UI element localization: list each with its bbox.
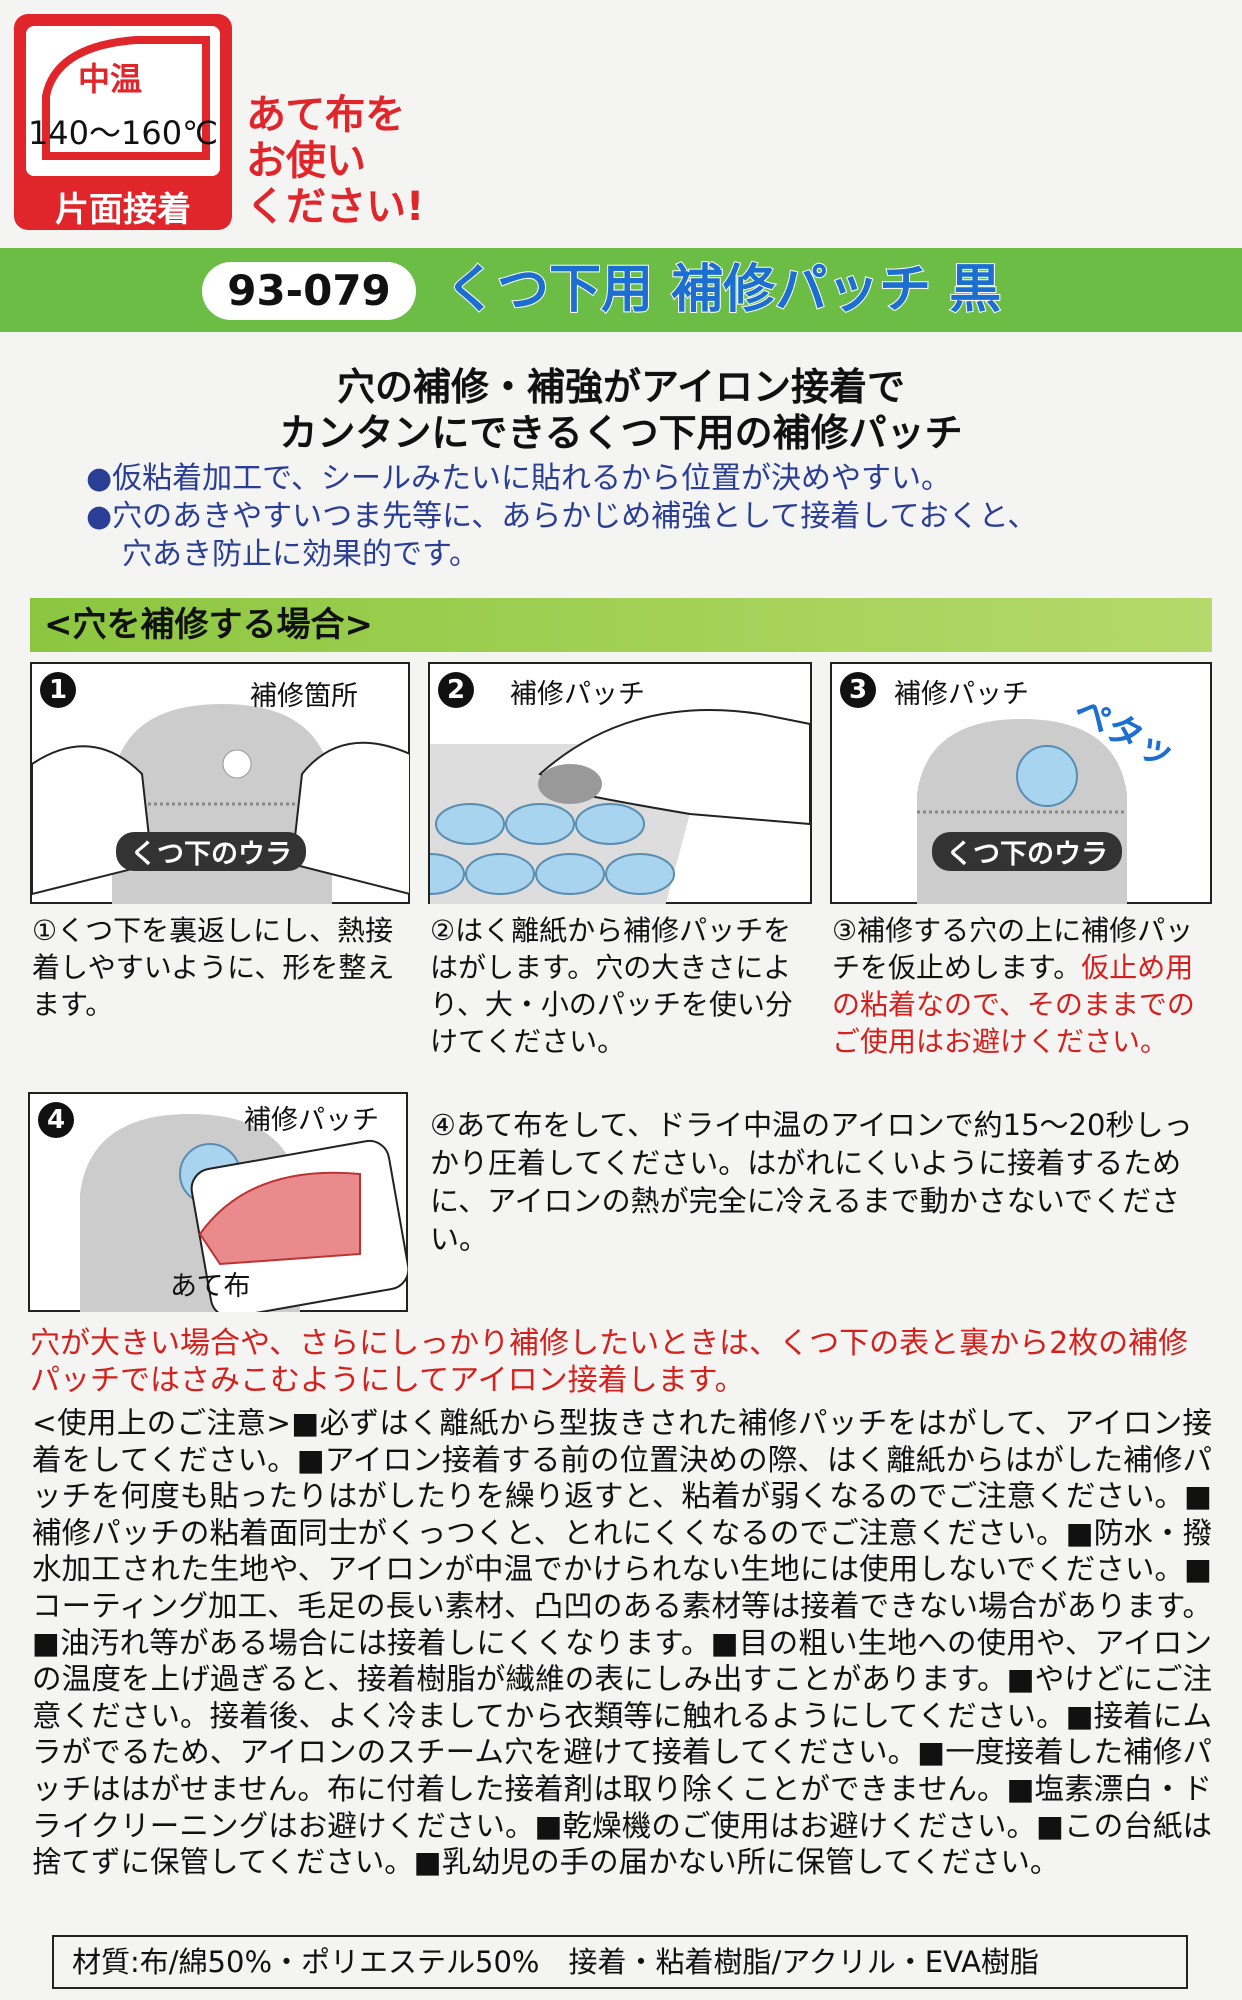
step-1-caption: ①くつ下を裏返しにし、熱接着しやすいように、形を整えます。 (32, 914, 395, 1021)
step-number: 2 (438, 672, 474, 708)
step-4-caption: ④あて布をして、ドライ中温のアイロンで約15〜20秒しっかり圧着してください。は… (430, 1108, 1193, 1256)
pressing-cloth-note: あて布を お使い ください! (246, 92, 424, 230)
step-1-illustration: 1 補修箇所 くつ下のウラ (30, 662, 410, 904)
usage-precautions: <使用上のご注意>■必ずはく離紙から型抜きされた補修パッチをはがして、アイロン接… (32, 1406, 1212, 1880)
step-2-illustration: 2 補修パッチ (428, 662, 812, 904)
bullet-2: ●穴のあきやすいつま先等に、あらかじめ補強として接着しておくと、 (86, 499, 1038, 534)
step-3-caption: ③補修する穴の上に補修パッチを仮止めします。仮止め用の粘着なので、そのままでのご… (832, 912, 1212, 1060)
step-2-caption: ②はく離紙から補修パッチをはがします。穴の大きさにより、大・小のパッチを使い分け… (430, 914, 793, 1058)
product-code: 93-079 (202, 262, 416, 320)
step-4-illustration: 4 補修パッチ あて布 (28, 1092, 408, 1312)
repair-spot-label: 補修箇所 (250, 681, 358, 712)
iron-icon: 中温 140〜160℃ (26, 26, 220, 176)
caption-text: ③補修する穴の上に補修パッチを仮止めします。 (832, 914, 1194, 984)
section-title: <穴を補修する場合> (30, 598, 1212, 652)
step-3-illustration: 3 補修パッチ ペタッ くつ下のウラ (830, 662, 1212, 904)
patch-label: 補修パッチ (894, 679, 1029, 710)
pressing-cloth-label: あて布 (170, 1271, 251, 1302)
sock-inside-label: くつ下のウラ (932, 832, 1122, 871)
caption-warning: 仮止め用の粘着なので、そのままでのご使用はお避けください。 (832, 951, 1195, 1058)
step-number: 1 (40, 672, 76, 708)
temp-grade: 中温 (78, 60, 143, 98)
headline-1: 穴の補修・補強がアイロン接着で (336, 365, 906, 409)
patch-label: 補修パッチ (510, 679, 645, 710)
headline-2: カンタンにできるくつ下用の補修パッチ (279, 411, 963, 455)
bullet-1: ●仮粘着加工で、シールみたいに貼れるから位置が決めやすい。 (86, 461, 951, 496)
temp-range: 140〜160℃ (27, 114, 219, 152)
bonding-type: 片面接着 (55, 190, 191, 230)
material-info: 材質:布/綿50%・ポリエステル50% 接着・粘着樹脂/アクリル・EVA樹脂 (52, 1935, 1188, 1989)
large-hole-note: 穴が大きい場合や、さらにしっかり補修したいときは、くつ下の表と裏から2枚の補修パ… (30, 1326, 1189, 1398)
iron-temperature-label: 中温 140〜160℃ 片面接着 (14, 14, 232, 230)
step-number: 4 (38, 1102, 74, 1138)
step-number: 3 (840, 672, 876, 708)
note-line: お使い (246, 138, 366, 184)
product-name: くつ下用 補修パッチ 黒 (444, 259, 1002, 321)
patch-label: 補修パッチ (244, 1105, 379, 1136)
sock-inside-label: くつ下のウラ (116, 832, 306, 871)
bullet-2-cont: 穴あき防止に効果的です。 (122, 537, 479, 572)
note-line: あて布を (246, 92, 406, 138)
note-line: ください! (246, 184, 425, 230)
